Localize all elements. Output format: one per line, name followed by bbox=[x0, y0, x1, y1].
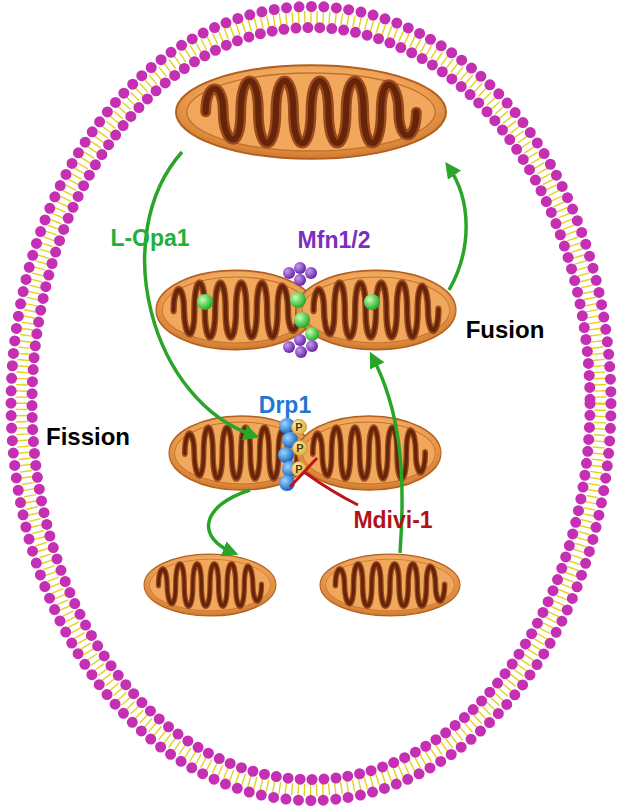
opa1-proteins bbox=[197, 292, 380, 341]
mfn-bead bbox=[306, 340, 318, 352]
mfn-bead bbox=[294, 262, 306, 274]
phosphate-circle bbox=[292, 420, 307, 435]
inhibitor-bar bbox=[290, 458, 317, 487]
cycle-arrow bbox=[145, 152, 255, 436]
daughter-mitochondrion bbox=[144, 554, 276, 616]
opa1-sphere bbox=[290, 292, 306, 308]
fusing-mitochondrion bbox=[156, 270, 316, 349]
fused-mitochondrion bbox=[176, 65, 446, 159]
dividing-mitochondrion bbox=[169, 416, 313, 490]
daughter-mitochondrion bbox=[320, 554, 460, 616]
opa1-sphere bbox=[197, 294, 213, 310]
mfn-bead bbox=[295, 346, 307, 358]
cycle-arrow bbox=[448, 166, 466, 290]
opa1-sphere bbox=[364, 294, 380, 310]
dividing-mitochondrion bbox=[297, 416, 441, 490]
protein-label: Mfn1/2 bbox=[298, 229, 371, 252]
phospho-label: P bbox=[295, 464, 302, 475]
process-label: Fission bbox=[46, 425, 130, 449]
fusing-mitochondrion bbox=[296, 270, 456, 349]
phospho-label: P bbox=[295, 422, 302, 433]
opa1-sphere bbox=[294, 312, 310, 328]
outer-lipid-heads bbox=[11, 7, 611, 801]
inhibitor-label: Mdivi-1 bbox=[353, 509, 432, 532]
mfn-bead bbox=[305, 267, 317, 279]
phosphate-circle bbox=[292, 462, 307, 477]
drp1-bead bbox=[278, 447, 294, 463]
opa1-sphere bbox=[305, 327, 319, 341]
mfn-proteins bbox=[283, 262, 318, 358]
inhibitor-line bbox=[304, 472, 358, 505]
inner-lipid-heads bbox=[32, 28, 590, 780]
mfn-bead bbox=[294, 334, 306, 346]
mfn-bead bbox=[294, 274, 306, 286]
cycle-arrow bbox=[209, 490, 250, 553]
phosphate-circle bbox=[293, 441, 308, 456]
protein-label: Drp1 bbox=[259, 394, 311, 417]
drp1-ring bbox=[278, 418, 308, 491]
mfn-bead bbox=[283, 267, 295, 279]
phospho-label: P bbox=[296, 443, 303, 454]
lipid-tails bbox=[22, 17, 601, 790]
process-label: Fusion bbox=[466, 318, 545, 342]
protein-label: L-Opa1 bbox=[110, 227, 189, 250]
mfn-bead bbox=[283, 341, 295, 353]
